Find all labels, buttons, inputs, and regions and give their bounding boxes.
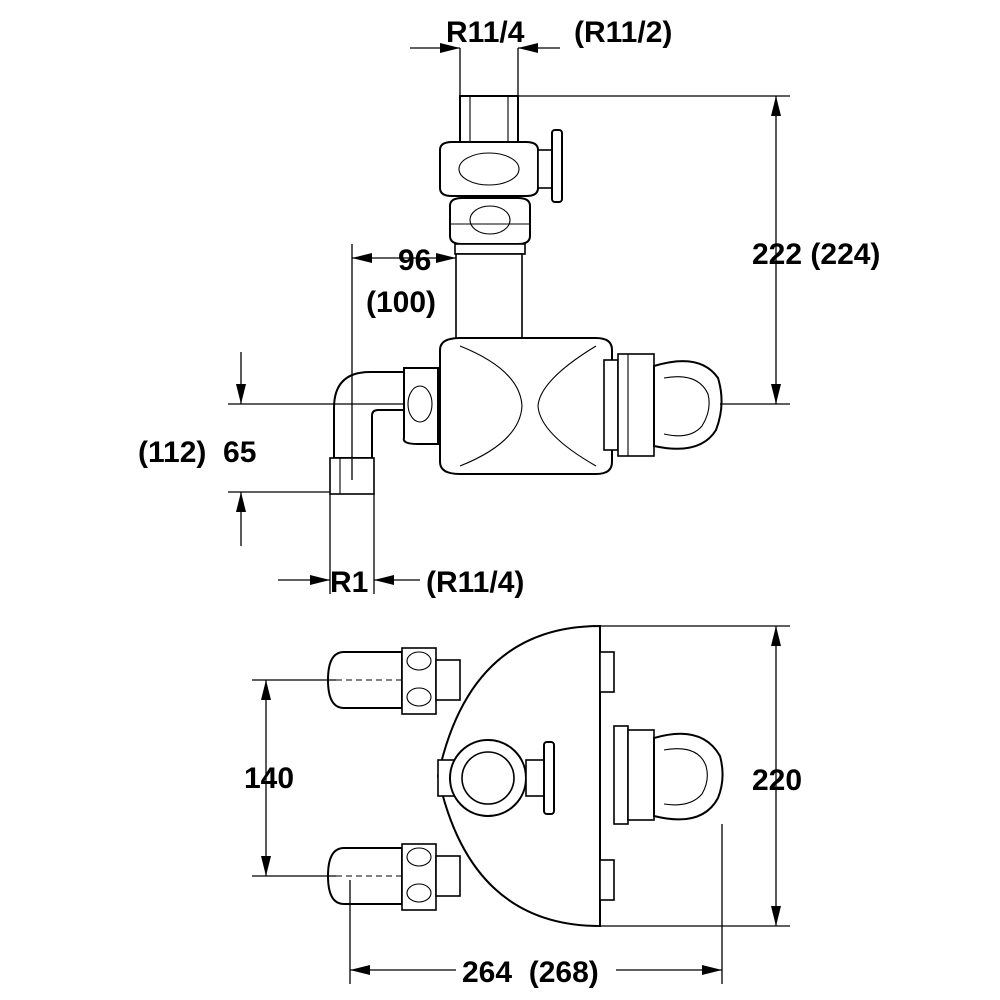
- top-view: 140 220 264 (268): [244, 624, 802, 989]
- height-label: 222 (224): [752, 238, 880, 271]
- side-dimensions: [228, 43, 790, 594]
- elbow-inlet-side: [329, 367, 439, 495]
- thermostat-handle-side: [617, 353, 723, 457]
- top-shutoff-valve: [439, 95, 563, 341]
- offset-label: 96: [398, 244, 431, 277]
- bottom-thread-label: R1: [330, 566, 368, 599]
- width-label: 264 (268): [462, 956, 599, 989]
- top-thread-alt-label: (R11/2): [574, 16, 672, 49]
- depth-label: 220: [752, 764, 802, 797]
- inlet-upper: [326, 647, 461, 715]
- top-dimensions: [252, 625, 790, 984]
- offset-alt-label: (100): [366, 286, 436, 319]
- inlet-lower: [326, 843, 461, 911]
- thermostat-handle-top: [613, 725, 724, 825]
- drop-label: (112) 65: [138, 436, 256, 469]
- side-view: R11/4 (R11/2) 222 (224) 96 (100) (112) 6…: [138, 16, 880, 599]
- top-thread-label: R11/4: [446, 16, 525, 49]
- mixer-body-side: [439, 337, 619, 475]
- inlet-spacing-label: 140: [244, 762, 294, 795]
- mixer-body-top: [436, 624, 615, 928]
- bottom-thread-alt-label: (R11/4): [426, 566, 524, 599]
